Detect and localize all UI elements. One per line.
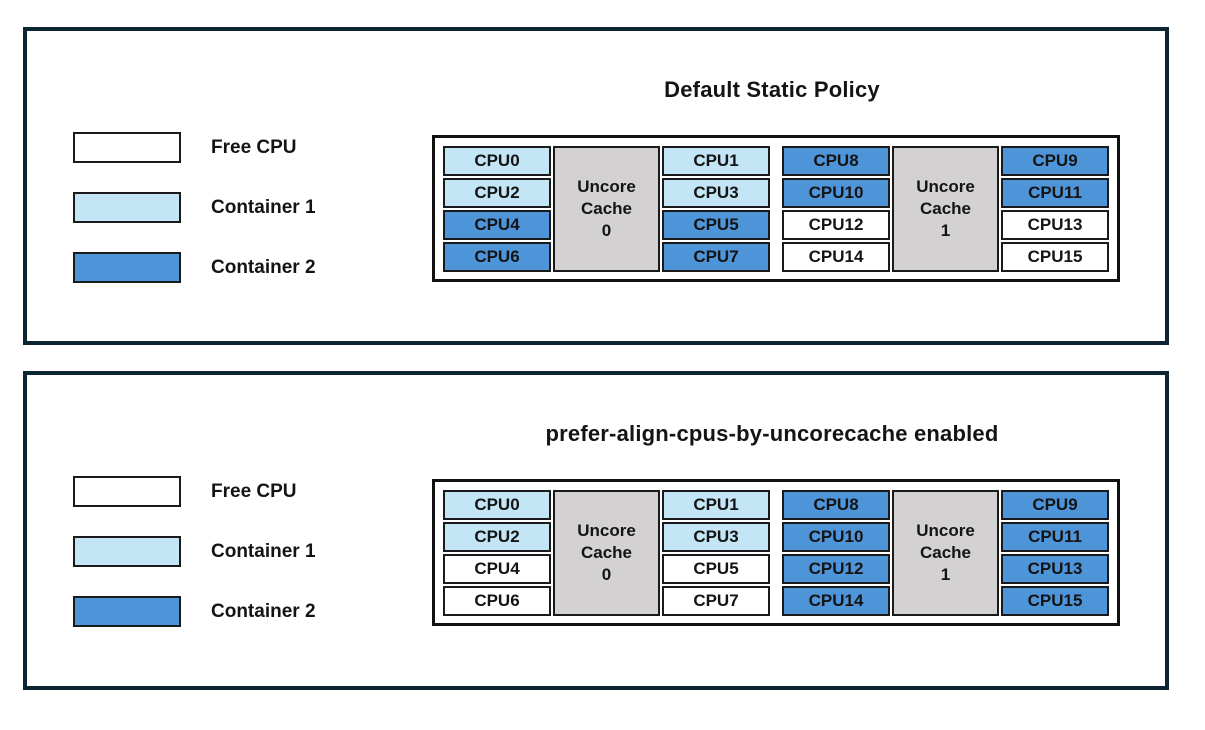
prefer-align-uncorecache-panel: prefer-align-cpus-by-uncorecache enabled… <box>23 371 1169 690</box>
cpu-cell-cpu15: CPU15 <box>1001 585 1109 616</box>
legend-swatch-container2 <box>73 252 181 283</box>
legend-item-container1: Container 1 <box>73 192 316 223</box>
cpu-cell-cpu8: CPU8 <box>782 489 890 520</box>
legend-label: Container 1 <box>211 196 316 218</box>
legend-item-container2: Container 2 <box>73 252 316 283</box>
cpu-cell-cpu11: CPU11 <box>1001 177 1109 208</box>
cpu-cell-cpu14: CPU14 <box>782 241 890 272</box>
legend-swatch-free <box>73 132 181 163</box>
cpu-cell-cpu7: CPU7 <box>662 241 770 272</box>
cpu-cell-cpu10: CPU10 <box>782 177 890 208</box>
cpu-cell-cpu3: CPU3 <box>662 177 770 208</box>
default-static-policy-panel: Default Static Policy Free CPU Container … <box>23 27 1169 345</box>
cpu-cell-cpu3: CPU3 <box>662 521 770 552</box>
panel-title: prefer-align-cpus-by-uncorecache enabled <box>545 421 999 446</box>
cpu-cell-cpu12: CPU12 <box>782 209 890 240</box>
cpu-cell-cpu9: CPU9 <box>1001 145 1109 176</box>
legend-item-free: Free CPU <box>73 132 316 163</box>
legend-item-container2: Container 2 <box>73 596 316 627</box>
cpu-cell-cpu1: CPU1 <box>662 145 770 176</box>
cpu-cell-cpu5: CPU5 <box>662 209 770 240</box>
legend: Free CPU Container 1 Container 2 <box>73 132 316 283</box>
cpu-cell-cpu4: CPU4 <box>443 553 551 584</box>
cpu-cell-cpu10: CPU10 <box>782 521 890 552</box>
legend-item-container1: Container 1 <box>73 536 316 567</box>
cpu-cell-cpu9: CPU9 <box>1001 489 1109 520</box>
panel-title: Default Static Policy <box>664 77 880 102</box>
cpu-cell-cpu0: CPU0 <box>443 489 551 520</box>
legend-swatch-free <box>73 476 181 507</box>
cpu-cell-cpu6: CPU6 <box>443 241 551 272</box>
cpu-cell-cpu1: CPU1 <box>662 489 770 520</box>
cpu-cell-cpu5: CPU5 <box>662 553 770 584</box>
cpu-cell-cpu11: CPU11 <box>1001 521 1109 552</box>
cpu-cell-cpu7: CPU7 <box>662 585 770 616</box>
cpu-cell-cpu13: CPU13 <box>1001 553 1109 584</box>
cpu-cell-cpu2: CPU2 <box>443 521 551 552</box>
cpu-cell-cpu2: CPU2 <box>443 177 551 208</box>
legend-swatch-container2 <box>73 596 181 627</box>
cpu-cell-cpu8: CPU8 <box>782 145 890 176</box>
legend-label: Container 2 <box>211 256 316 278</box>
cpu-cell-cpu4: CPU4 <box>443 209 551 240</box>
legend-swatch-container1 <box>73 536 181 567</box>
cpu-cell-cpu12: CPU12 <box>782 553 890 584</box>
legend-swatch-container1 <box>73 192 181 223</box>
legend-item-free: Free CPU <box>73 476 316 507</box>
legend-label: Container 1 <box>211 540 316 562</box>
cpu-cell-cpu15: CPU15 <box>1001 241 1109 272</box>
cpu-cell-cpu13: CPU13 <box>1001 209 1109 240</box>
legend-label: Free CPU <box>211 480 297 502</box>
legend-label: Free CPU <box>211 136 297 158</box>
cpu-cell-cpu0: CPU0 <box>443 145 551 176</box>
legend-label: Container 2 <box>211 600 316 622</box>
legend: Free CPU Container 1 Container 2 <box>73 476 316 627</box>
cpu-cell-cpu14: CPU14 <box>782 585 890 616</box>
cpu-cell-cpu6: CPU6 <box>443 585 551 616</box>
